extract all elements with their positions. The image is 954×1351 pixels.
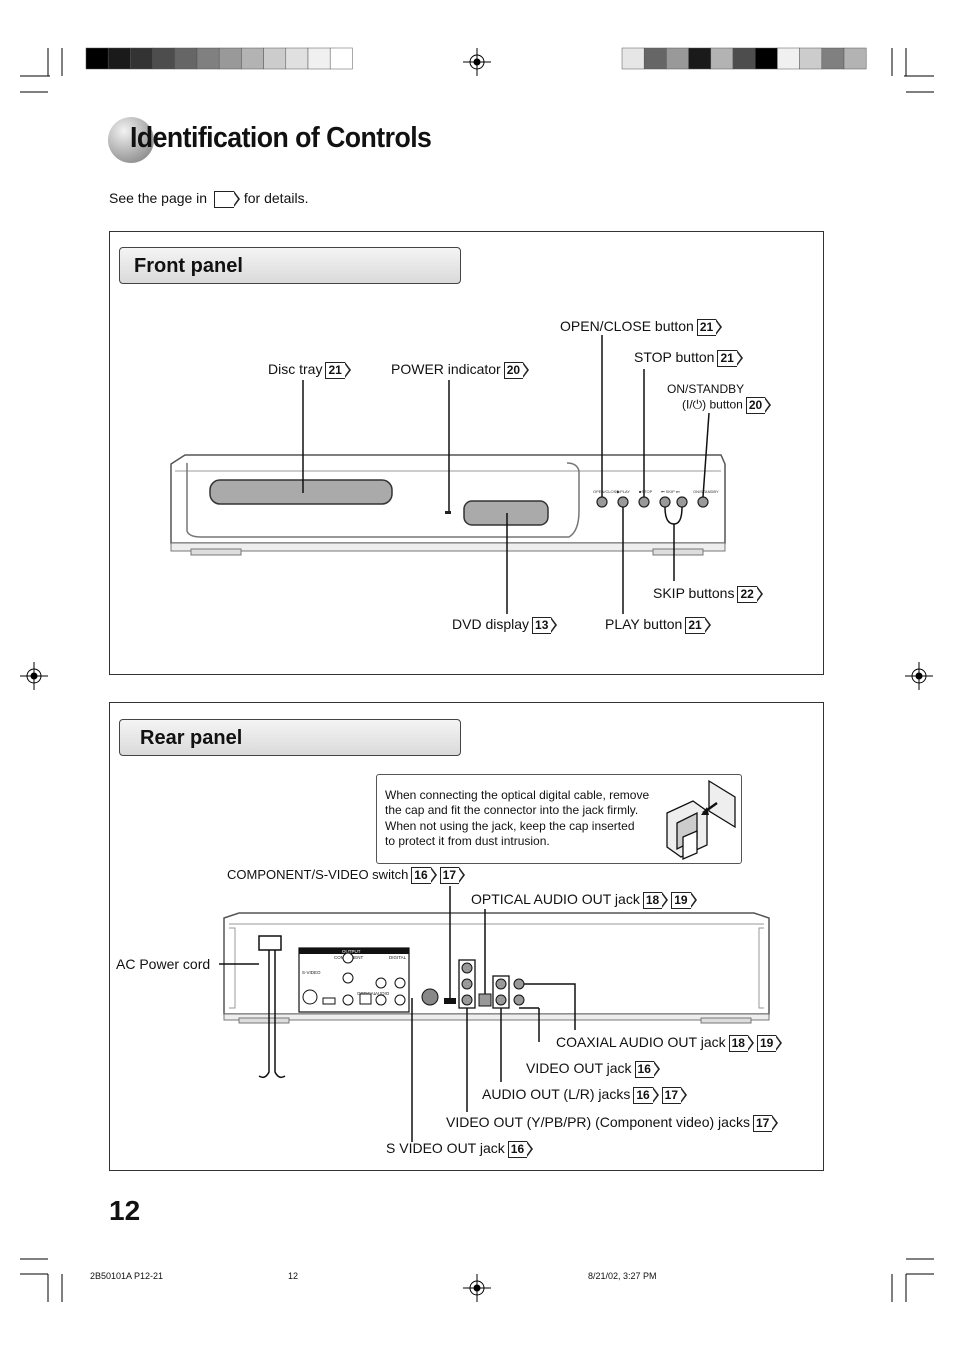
color-swatch bbox=[130, 47, 153, 70]
footer-file: 2B50101A P12-21 bbox=[90, 1271, 164, 1281]
color-swatch bbox=[218, 47, 242, 70]
color-swatch bbox=[196, 47, 220, 70]
color-swatch bbox=[263, 47, 287, 70]
see-page-note: See the page in for details. bbox=[109, 190, 308, 208]
device-btn-label-open-close: OPEN/CLOSE bbox=[593, 489, 619, 494]
optical-note-box: When connecting the optical digital cabl… bbox=[376, 774, 742, 864]
device-audio-label: AUDIO bbox=[375, 991, 390, 996]
page-ref-icon bbox=[213, 190, 240, 208]
device-btn-label-standby: ON/STANDBY bbox=[693, 489, 719, 494]
optical-cap-icon bbox=[666, 779, 736, 860]
note-line-3: When not using the jack, keep the cap in… bbox=[385, 818, 635, 833]
registration-marks bbox=[20, 48, 933, 1302]
color-swatch bbox=[821, 47, 845, 70]
device-digital-label: DIGITAL bbox=[389, 955, 407, 960]
device-btn-label-stop: ■STOP bbox=[639, 489, 653, 494]
footer-timestamp: 8/21/02, 3:27 PM bbox=[588, 1271, 657, 1281]
color-swatch bbox=[107, 47, 131, 70]
color-swatch bbox=[732, 47, 756, 70]
color-swatch bbox=[799, 47, 823, 70]
disc-tray bbox=[209, 479, 393, 505]
color-swatch bbox=[621, 47, 645, 70]
color-bar-right bbox=[621, 47, 867, 70]
color-swatch bbox=[754, 47, 778, 70]
title-bullet-icon bbox=[108, 117, 154, 163]
color-swatch bbox=[307, 47, 331, 70]
label-ac-power: AC Power cord bbox=[116, 956, 211, 972]
color-swatch bbox=[285, 47, 309, 70]
dvd-display bbox=[463, 500, 549, 526]
color-swatch bbox=[777, 47, 800, 70]
rear-panel-diagram: OUTPUT COMPONENT DIGITAL S-VIDEO OPTICAL… bbox=[219, 886, 770, 1142]
color-bar-left bbox=[85, 47, 353, 70]
note-line-1: When connecting the optical digital cabl… bbox=[385, 788, 650, 802]
front-panel-heading: Front panel bbox=[119, 247, 461, 284]
color-swatch bbox=[152, 47, 176, 70]
note-line-2: the cap and fit the connector into the j… bbox=[385, 803, 639, 818]
power-indicator bbox=[445, 511, 451, 514]
see-page-suffix: for details. bbox=[243, 190, 309, 206]
color-swatch bbox=[85, 47, 109, 70]
device-btn-label-skip: ⏮ SKIP ⏭ bbox=[661, 489, 680, 494]
page-number: 12 bbox=[109, 1195, 141, 1226]
front-panel-box bbox=[109, 231, 824, 675]
note-line-4: to protect it from dust intrusion. bbox=[385, 833, 550, 848]
color-swatch bbox=[329, 47, 353, 70]
color-swatch bbox=[710, 47, 734, 70]
color-swatch bbox=[688, 47, 712, 70]
page-title: Identification of Controls bbox=[130, 122, 432, 154]
device-btn-label-play: ▶PLAY bbox=[617, 489, 630, 494]
color-swatch bbox=[241, 47, 264, 70]
device-output-label: OUTPUT bbox=[342, 949, 361, 954]
label-component-out: VIDEO OUT (Y/PB/PR) (Component video) ja… bbox=[446, 1114, 779, 1132]
color-swatch bbox=[174, 47, 198, 70]
footer-page: 12 bbox=[288, 1271, 299, 1281]
rear-panel-heading: Rear panel bbox=[119, 719, 461, 756]
color-swatch bbox=[643, 47, 667, 70]
front-panel-diagram: OPEN/CLOSE ▶PLAY ■STOP ⏮ SKIP ⏭ ON/STAND… bbox=[170, 335, 726, 614]
color-swatch bbox=[666, 47, 689, 70]
color-swatch bbox=[843, 47, 867, 70]
see-page-prefix: See the page in bbox=[109, 190, 208, 206]
device-svideo-label: S-VIDEO bbox=[302, 970, 321, 975]
